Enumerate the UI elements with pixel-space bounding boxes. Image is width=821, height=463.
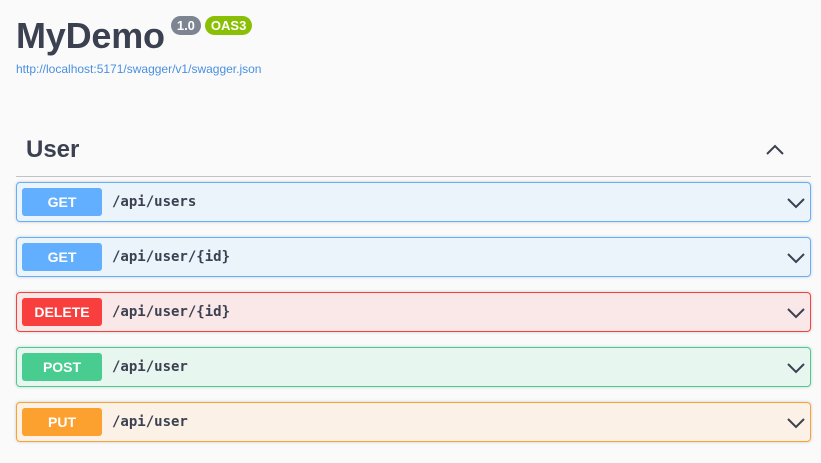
chevron-down-icon[interactable] bbox=[786, 412, 806, 432]
chevron-up-icon[interactable] bbox=[763, 138, 787, 162]
method-badge-get: GET bbox=[22, 243, 102, 271]
version-badge: 1.0 bbox=[170, 16, 201, 35]
method-badge-post: POST bbox=[22, 353, 102, 381]
chevron-down-icon[interactable] bbox=[786, 192, 806, 212]
tag-header-user[interactable]: User bbox=[16, 124, 811, 177]
api-info: MyDemo 1.0 OAS3 http://localhost:5171/sw… bbox=[16, 14, 261, 76]
operation-delete-user[interactable]: DELETE /api/user/{id} bbox=[16, 292, 811, 332]
operation-get-user-by-id[interactable]: GET /api/user/{id} bbox=[16, 237, 811, 277]
spec-url-link[interactable]: http://localhost:5171/swagger/v1/swagger… bbox=[16, 62, 262, 76]
badges: 1.0 OAS3 bbox=[170, 16, 253, 35]
title-row: MyDemo 1.0 OAS3 bbox=[16, 14, 261, 58]
chevron-down-icon[interactable] bbox=[786, 357, 806, 377]
operation-path: /api/user bbox=[112, 359, 188, 375]
oas-badge: OAS3 bbox=[204, 16, 253, 35]
operation-path: /api/user bbox=[112, 414, 188, 430]
operation-path: /api/user/{id} bbox=[112, 249, 231, 265]
chevron-down-icon[interactable] bbox=[786, 247, 806, 267]
api-title: MyDemo bbox=[16, 15, 165, 56]
tag-name: User bbox=[26, 136, 80, 163]
operation-path: /api/user/{id} bbox=[112, 304, 231, 320]
operation-post-user[interactable]: POST /api/user bbox=[16, 347, 811, 387]
operation-put-user[interactable]: PUT /api/user bbox=[16, 402, 811, 442]
method-badge-delete: DELETE bbox=[22, 298, 102, 326]
operation-path: /api/users bbox=[112, 194, 197, 210]
method-badge-put: PUT bbox=[22, 408, 102, 436]
chevron-down-icon[interactable] bbox=[786, 302, 806, 322]
operation-get-users[interactable]: GET /api/users bbox=[16, 182, 811, 222]
method-badge-get: GET bbox=[22, 188, 102, 216]
